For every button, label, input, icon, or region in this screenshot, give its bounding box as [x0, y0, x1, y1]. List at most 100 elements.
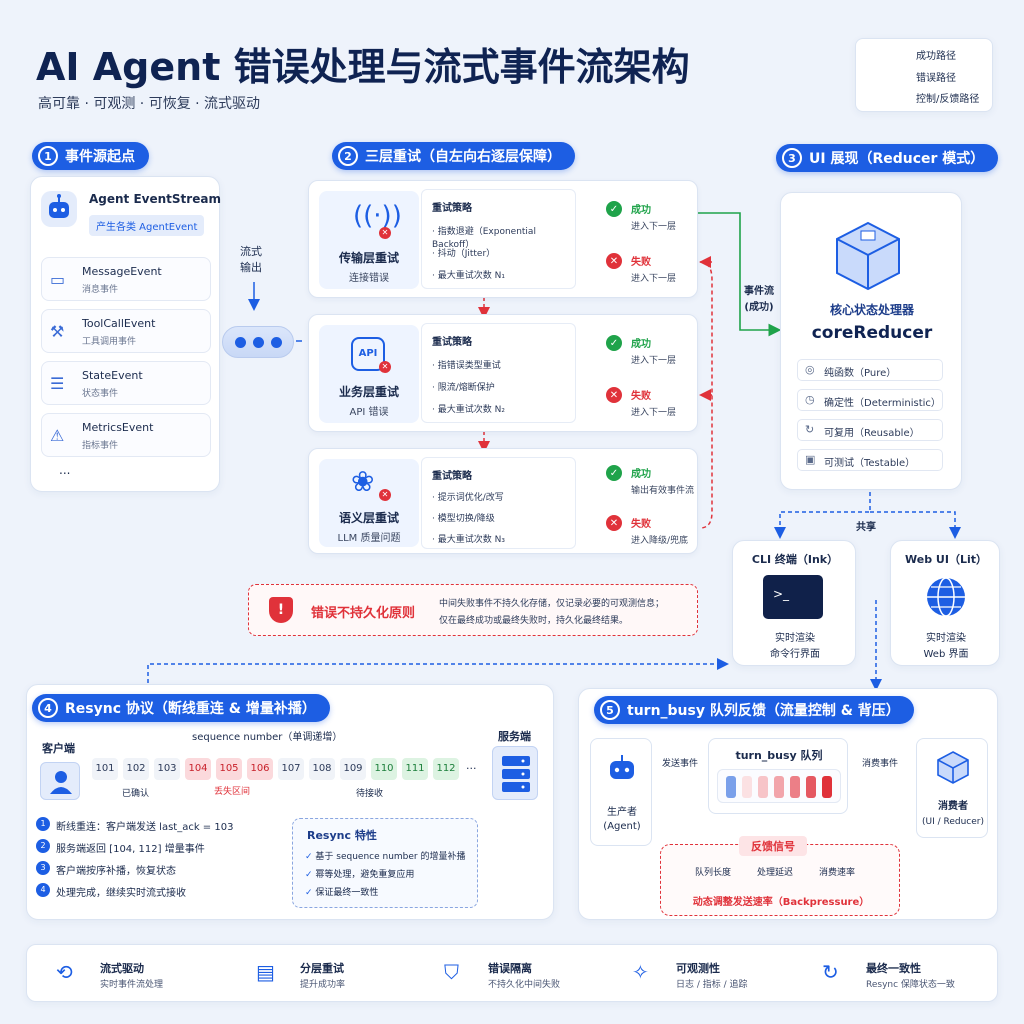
- globe-icon: [924, 575, 968, 619]
- pending-label: 待接收: [356, 789, 384, 799]
- error-badge-icon: ✕: [379, 227, 391, 239]
- stream-icon: ⟲: [56, 960, 73, 984]
- consume-label: 消费事件: [862, 759, 899, 769]
- shield-icon: ⛉: [444, 960, 459, 984]
- fail-x-icon: ✕: [606, 515, 622, 531]
- user-icon: [40, 762, 80, 800]
- seq-cell-lost: 104: [185, 758, 211, 780]
- resync-features-box: Resync 特性 ✓ 基于 sequence number 的增量补播 ✓ 幂…: [292, 818, 478, 908]
- message-icon: ▭: [50, 270, 66, 289]
- tool-icon: ⚒: [50, 322, 65, 341]
- seq-cell-pending: 110: [371, 758, 397, 780]
- prop-tag: ↻可复用（Reusable）: [797, 419, 943, 441]
- seq-cell: 108: [309, 758, 335, 780]
- seq-label: sequence number（单调递增）: [192, 732, 343, 743]
- principle-box: ! 错误不持久化原则 中间失败事件不持久化存储，仅记录必要的可观测信息； 仅在最…: [248, 584, 698, 636]
- seq-cell: 107: [278, 758, 304, 780]
- success-check-icon: ✓: [606, 465, 622, 481]
- clock-icon: ◷: [805, 393, 815, 406]
- success-check-icon: ✓: [606, 201, 622, 217]
- feedback-box: 反馈信号 队列长度 处理延迟 消费速率 动态调整发送速率（Backpressur…: [660, 836, 900, 916]
- cube-icon: [935, 749, 971, 785]
- check-icon: ✓: [305, 852, 316, 862]
- robot-icon: [603, 753, 641, 787]
- chart-icon: ▤: [256, 960, 275, 984]
- legend-success: 成功路径: [916, 51, 956, 62]
- reuse-icon: ↻: [805, 423, 815, 436]
- success-check-icon: ✓: [606, 335, 622, 351]
- seq-cell-pending: 111: [402, 758, 428, 780]
- document-icon: ☰: [50, 374, 65, 393]
- footer-features: [26, 944, 998, 1002]
- web-ui-card: Web UI（Lit） 实时渲染 Web 界面: [890, 540, 1000, 666]
- event-flow-label: 事件流 (成功): [744, 286, 774, 313]
- source-desc: 产生各类 AgentEvent: [89, 215, 205, 236]
- api-icon: API: [351, 337, 385, 371]
- error-badge-icon: ✕: [379, 361, 391, 373]
- check-icon: ✓: [305, 888, 316, 898]
- producer-box: 生产者 (Agent): [590, 738, 652, 846]
- seq-cell: 109: [340, 758, 366, 780]
- robot-icon: [41, 191, 77, 227]
- prop-tag: ◎纯函数（Pure）: [797, 359, 943, 381]
- error-badge-icon: ✕: [379, 489, 391, 501]
- fail-x-icon: ✕: [606, 253, 622, 269]
- seq-cell-lost: 105: [216, 758, 242, 780]
- shield-alert-icon: !: [269, 597, 293, 623]
- page-subtitle: 高可靠 · 可观测 · 可恢复 · 流式驱动: [38, 96, 261, 112]
- feedback-title: 反馈信号: [739, 836, 807, 856]
- legend-error: 错误路径: [916, 73, 956, 84]
- legend-control: 控制/反馈路径: [916, 94, 980, 105]
- server-label: 服务端: [498, 730, 531, 743]
- seq-cell-pending: 112: [433, 758, 459, 780]
- warning-icon: ⚠: [50, 426, 65, 445]
- queue-box: turn_busy 队列: [708, 738, 848, 814]
- prop-tag: ◷确定性（Deterministic）: [797, 389, 943, 411]
- semantic-layer-card: ❀ ✕ 语义层重试 LLM 质量问题 重试策略 · 提示词优化/改写 · 模型切…: [308, 448, 698, 554]
- confirmed-label: 已确认: [122, 789, 150, 799]
- stream-output-label: 流式 输出: [240, 245, 262, 274]
- fail-x-icon: ✕: [606, 387, 622, 403]
- stream-pipe: [222, 326, 294, 358]
- seq-cell-lost: 106: [247, 758, 273, 780]
- seq-cell: 103: [154, 758, 180, 780]
- seq-cell: 102: [123, 758, 149, 780]
- cli-card: CLI 终端（Ink） >_ 实时渲染 命令行界面: [732, 540, 856, 666]
- more-events: ...: [59, 463, 71, 477]
- cube-icon: [831, 219, 905, 293]
- business-layer-card: API ✕ 业务层重试 API 错误 重试策略 · 指错误类型重试 · 限流/熔…: [308, 314, 698, 432]
- send-label: 发送事件: [662, 759, 699, 769]
- seq-cell: 101: [92, 758, 118, 780]
- client-label: 客户端: [42, 742, 75, 755]
- shared-label: 共享: [856, 522, 876, 533]
- test-icon: ▣: [805, 453, 816, 466]
- sync-icon: ↻: [822, 960, 839, 984]
- queue-slots: [717, 769, 841, 803]
- transport-layer-card: ((·)) ✕ 传输层重试 连接错误 重试策略 · 指数退避（Exponenti…: [308, 180, 698, 298]
- core-reducer-card: 核心状态处理器 coreReducer ◎纯函数（Pure） ◷确定性（Dete…: [780, 192, 962, 490]
- pure-icon: ◎: [805, 363, 815, 376]
- check-icon: ✓: [305, 870, 316, 880]
- consumer-box: 消费者 (UI / Reducer): [916, 738, 988, 838]
- prop-tag: ▣可测试（Testable）: [797, 449, 943, 471]
- network-icon: ✧: [632, 960, 649, 984]
- brain-icon: ❀: [351, 465, 375, 498]
- event-source-card: Agent EventStream 产生各类 AgentEvent ▭Messa…: [30, 176, 221, 492]
- antenna-icon: ((·)): [353, 201, 402, 231]
- seq-more: ···: [466, 762, 477, 775]
- terminal-icon: >_: [763, 575, 823, 619]
- core-reducer-name: coreReducer: [811, 323, 933, 343]
